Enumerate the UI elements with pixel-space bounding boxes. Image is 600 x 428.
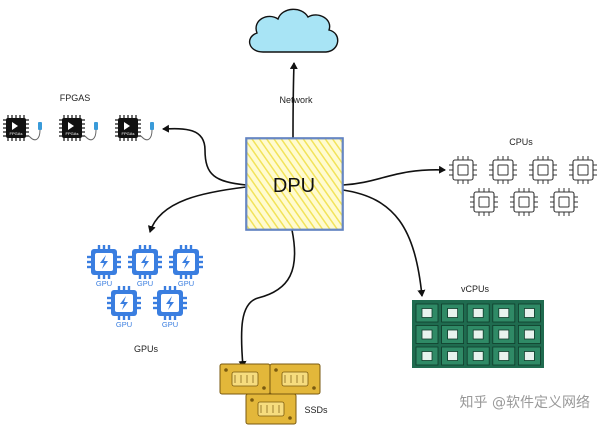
fpga-group: FPGAs FPGAs FPGAs <box>3 115 154 141</box>
fpgas-label: FPGAS <box>60 93 91 103</box>
connector-cpus <box>342 165 446 186</box>
connectors <box>147 62 446 368</box>
cpu-chip-icon <box>550 188 578 216</box>
vcpu-group <box>412 300 544 368</box>
gpu-chip-label: GPU <box>162 320 178 329</box>
cpu-chip-icon <box>449 156 477 184</box>
connector-fpgas <box>162 124 247 186</box>
gpu-chip-icon: GPU <box>128 245 162 288</box>
fpga-chip-text: FPGAs <box>10 131 23 136</box>
cpu-chip-icon <box>510 188 538 216</box>
vcpu-cell-icon <box>415 346 439 366</box>
ssd-icon <box>219 363 271 395</box>
cpus-label: CPUs <box>509 137 533 147</box>
gpu-chip-icon: GPU <box>87 245 121 288</box>
connector-vcpus <box>342 189 426 297</box>
gpu-group: GPU GPU GPU GPU GPU <box>87 245 203 329</box>
cpu-chip-icon <box>470 188 498 216</box>
gpu-chip-label: GPU <box>96 279 112 288</box>
vcpu-cell-icon <box>466 346 490 366</box>
vcpus-label: vCPUs <box>461 284 490 294</box>
cpu-chip-icon <box>529 156 557 184</box>
dpu-label: DPU <box>273 175 315 197</box>
network-label: Network <box>279 95 313 105</box>
vcpu-cell-icon <box>492 325 516 344</box>
vcpu-cell-icon <box>441 303 465 323</box>
fpga-chip-text: FPGAs <box>66 131 79 136</box>
cpu-chip-icon <box>489 156 517 184</box>
vcpu-cell-icon <box>466 325 490 344</box>
cloud-icon <box>248 8 339 53</box>
fpga-chip-text: FPGAs <box>122 131 135 136</box>
dpu-box <box>245 137 344 231</box>
vcpu-cell-icon <box>441 346 465 366</box>
ssds-label: SSDs <box>304 405 328 415</box>
gpu-chip-label: GPU <box>178 279 194 288</box>
gpu-chip-label: GPU <box>137 279 153 288</box>
vcpu-cell-icon <box>466 303 490 323</box>
ssd-icon <box>269 363 321 395</box>
vcpu-cell-icon <box>518 325 541 344</box>
connector-network <box>289 62 298 139</box>
vcpu-cell-icon <box>415 325 439 344</box>
vcpu-cell-icon <box>518 346 541 366</box>
fpga-chip-icon: FPGAs <box>3 115 42 141</box>
fpga-chip-icon: FPGAs <box>59 115 98 141</box>
connector-gpus <box>147 186 247 233</box>
cpu-group <box>449 156 597 216</box>
vcpu-cell-icon <box>492 303 516 323</box>
cpu-chip-icon <box>569 156 597 184</box>
vcpu-cell-icon <box>441 325 465 344</box>
vcpu-cell-icon <box>492 346 516 366</box>
connector-ssds <box>238 229 296 368</box>
gpu-chip-icon: GPU <box>107 286 141 329</box>
gpu-chip-label: GPU <box>116 320 132 329</box>
vcpu-cell-icon <box>518 303 541 323</box>
ssd-group <box>219 363 321 425</box>
fpga-chip-icon: FPGAs <box>115 115 154 141</box>
gpu-chip-icon: GPU <box>169 245 203 288</box>
watermark-text: 知乎 @软件定义网络 <box>460 394 590 411</box>
gpu-chip-icon: GPU <box>153 286 187 329</box>
vcpu-cell-icon <box>415 303 439 323</box>
gpus-label: GPUs <box>134 344 159 354</box>
ssd-icon <box>245 393 297 425</box>
